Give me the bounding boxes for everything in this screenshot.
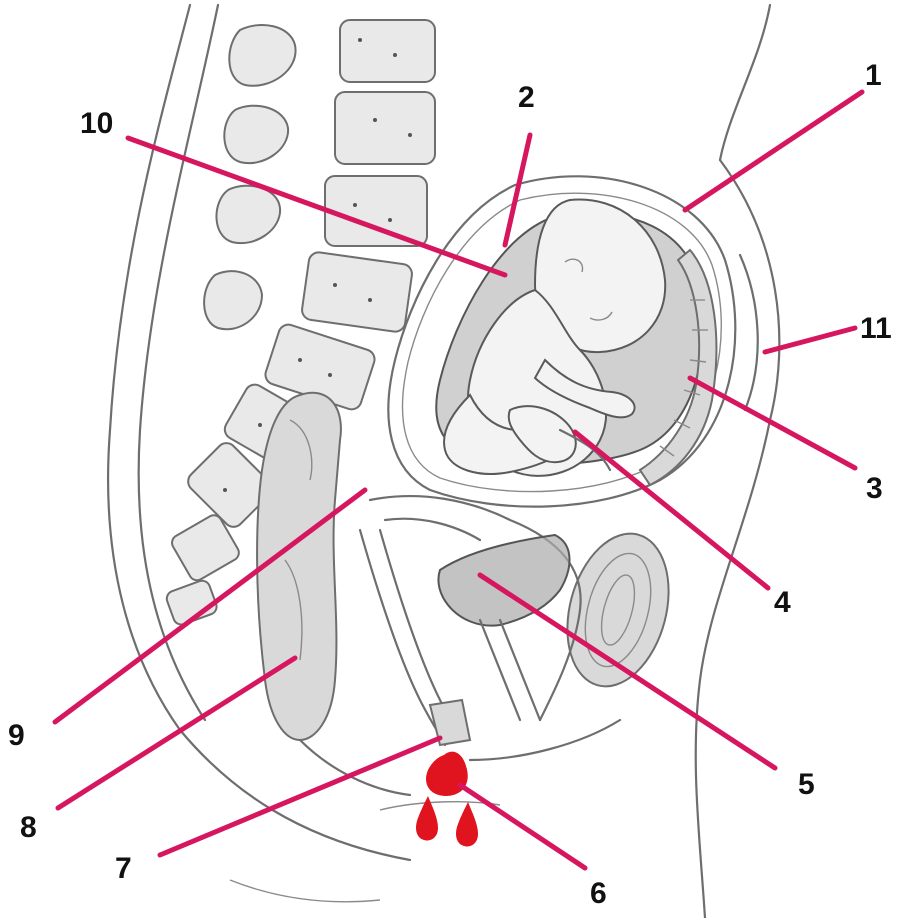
leader-6 <box>460 785 585 868</box>
label-4: 4 <box>774 586 791 619</box>
label-6: 6 <box>590 877 607 910</box>
label-11: 11 <box>860 312 892 345</box>
label-9: 9 <box>8 719 25 752</box>
blood-drop-large <box>426 752 468 796</box>
blood-drop-right <box>456 802 478 847</box>
label-1: 1 <box>865 59 882 92</box>
label-2: 2 <box>518 81 535 114</box>
blood-drops <box>416 752 478 847</box>
rectum <box>257 393 341 740</box>
leader-8 <box>58 658 295 808</box>
label-3: 3 <box>866 472 883 505</box>
cervix <box>370 496 581 720</box>
label-10: 10 <box>80 107 113 140</box>
leader-1 <box>685 92 862 210</box>
leader-lines <box>55 92 862 868</box>
leader-2 <box>505 135 530 245</box>
label-7: 7 <box>115 852 132 885</box>
spinous-processes <box>204 25 295 329</box>
bladder <box>551 522 684 698</box>
label-5: 5 <box>798 768 815 801</box>
label-8: 8 <box>20 811 37 844</box>
